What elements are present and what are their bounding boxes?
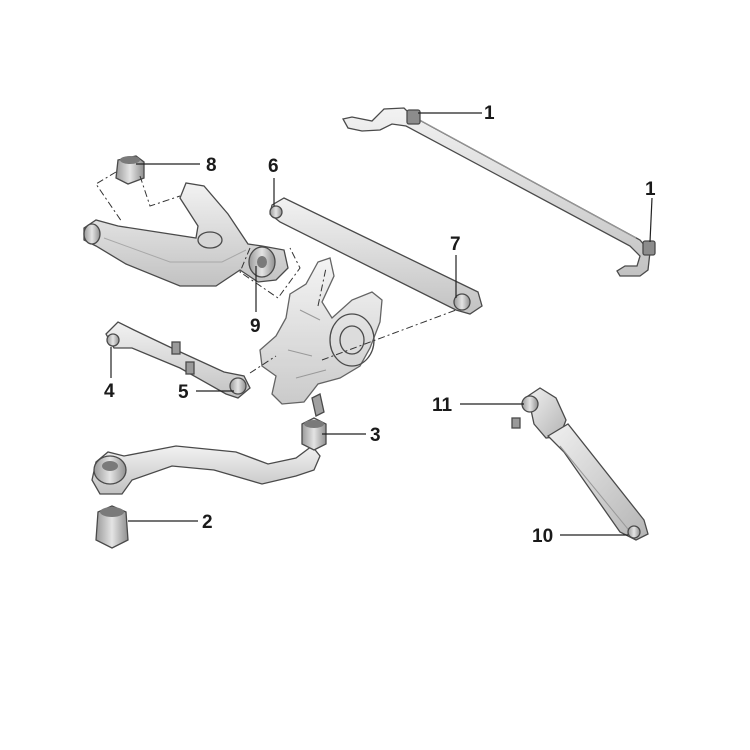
upper-arm-outer-dash <box>239 247 301 299</box>
toe-link-outer-bushing <box>229 377 247 395</box>
upper-arm-bushing-dash-right <box>139 175 181 207</box>
toe-link <box>105 321 251 399</box>
callout-4: 4 <box>104 381 115 402</box>
upper-arm-bushing <box>115 155 145 185</box>
knuckle-dash-lines <box>249 267 457 374</box>
callout-10: 10 <box>532 526 553 547</box>
callout-9: 9 <box>250 316 261 337</box>
callout-1-left: 1 <box>645 179 656 200</box>
stabilizer-bushing-right <box>406 109 421 125</box>
trailing-link-rear-bushing <box>453 293 471 311</box>
stabilizer-bushing-left <box>642 240 656 256</box>
lower-arm <box>91 445 321 495</box>
shock-upper-mount <box>521 395 539 413</box>
toe-link-inner-bushing <box>106 333 120 347</box>
callout-6: 6 <box>268 156 279 177</box>
lower-arm-bushing <box>95 505 129 549</box>
trailing-link-front-bushing <box>269 205 283 219</box>
callout-5: 5 <box>178 382 189 403</box>
callout-2: 2 <box>202 512 213 533</box>
callout-8: 8 <box>206 155 217 176</box>
callout-3: 3 <box>370 425 381 446</box>
wheel-knuckle <box>259 257 383 405</box>
upper-arm <box>83 182 289 287</box>
callout-1-right: 1 <box>484 103 495 124</box>
lower-arm-outer-bushing <box>301 393 327 451</box>
shock-absorber <box>511 387 649 541</box>
callout-7: 7 <box>450 234 461 255</box>
trailing-link <box>269 197 483 315</box>
leader-lines <box>110 112 653 536</box>
callout-11: 11 <box>432 395 453 416</box>
stabilizer-bar <box>342 107 656 277</box>
shock-lower-bushing <box>627 525 641 539</box>
